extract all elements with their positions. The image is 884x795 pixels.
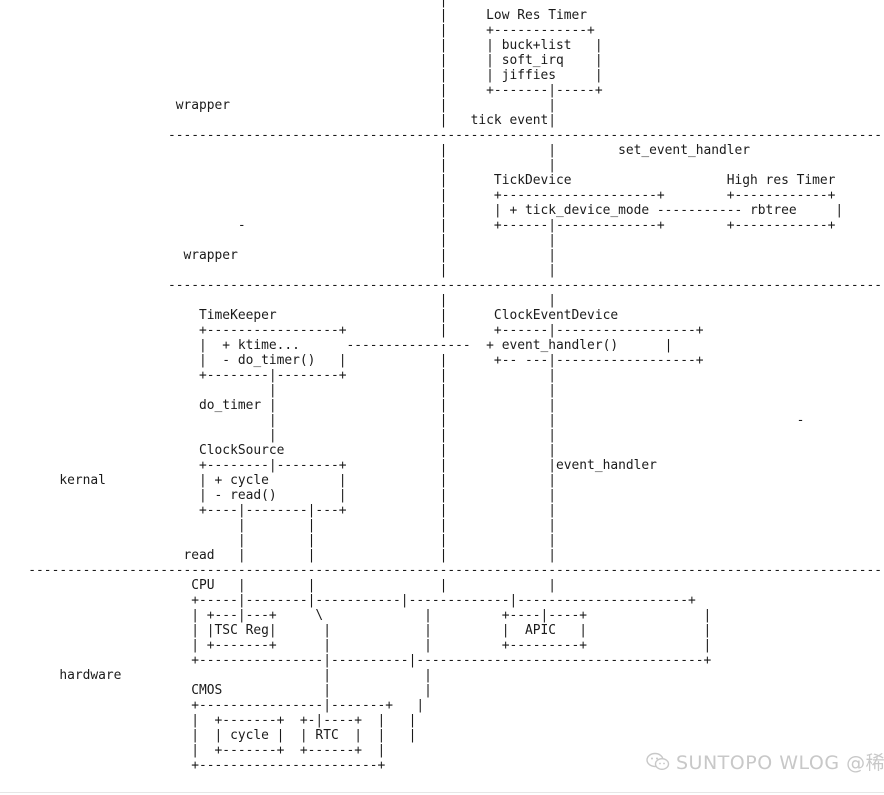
diagram-line: CMOS | | xyxy=(5,683,432,698)
diagram-line: TimeKeeper | ClockEventDevice xyxy=(5,308,619,323)
diagram-line: | | xyxy=(5,263,557,278)
diagram-line: | +------------+ xyxy=(5,23,595,38)
diagram-line: +-----------------+ | +------|----------… xyxy=(5,323,704,338)
diagram-line: | +-------+ +-|----+ | | xyxy=(5,713,417,728)
diagram-line: | - do_timer() | | +-- ---|-------------… xyxy=(5,353,704,368)
diagram-line: | | soft_irq | xyxy=(5,53,603,68)
diagram-line: | Low Res Timer xyxy=(5,8,588,23)
diagram-line: | | xyxy=(5,293,557,308)
diagram-line: | +---|---+ \ | +----|----+ | xyxy=(5,608,712,623)
diagram-line: read | | | | xyxy=(5,548,557,563)
diagram-line: +-----|--------|-----------|------------… xyxy=(5,593,696,608)
diagram-line: | +-------|-----+ xyxy=(5,83,603,98)
diagram-line: | | buck+list | xyxy=(5,38,603,53)
diagram-line: | | | | xyxy=(5,533,557,548)
diagram-line: | | | xyxy=(5,383,557,398)
diagram-line: | | + tick_device_mode ----------- rbtre… xyxy=(5,203,844,218)
diagram-line: | xyxy=(5,0,448,8)
watermark: SUNTOPO WLOG @稀土掘金技术社区 xyxy=(646,748,884,775)
diagram-line: | | | - xyxy=(5,413,805,428)
diagram-line: | | xyxy=(5,158,557,173)
diagram-line: | | - xyxy=(439,233,557,248)
diagram-line: - | +------|-------------+ +------------… xyxy=(5,218,836,233)
diagram-line: | +--------------------+ +------------+ xyxy=(5,188,836,203)
diagram-line: | |TSC Reg| | | | APIC | | xyxy=(5,623,712,638)
wechat-icon xyxy=(646,752,670,771)
diagram-line: +----|--------|---+ | | xyxy=(5,503,557,518)
ascii-architecture-diagram: | | Low Res Timer | +------------+ xyxy=(5,0,884,773)
diagram-line: | tick event| xyxy=(5,113,557,128)
diagram-line: kernal | + cycle | | | xyxy=(5,473,557,488)
diagram-line: | | cycle | | RTC | | | xyxy=(5,728,417,743)
diagram-line: ----------------------------------------… xyxy=(167,128,884,143)
bottom-divider xyxy=(0,792,884,793)
diagram-line: wrapper | | xyxy=(5,248,557,263)
diagram-line: +--------|--------+ | |event_handler - xyxy=(199,458,657,473)
diagram-line: +----------------|-------+ | xyxy=(5,698,425,713)
diagram-line: | +-------+ +------+ | xyxy=(5,743,386,758)
diagram-line: CPU | | | | xyxy=(5,578,557,593)
diagram-line: +--------|--------+ | | xyxy=(5,368,557,383)
diagram-line: +-----------------------+ xyxy=(5,758,386,773)
watermark-text: SUNTOPO WLOG @稀土掘金技术社区 xyxy=(676,752,884,774)
diagram-line: +----------------|----------|-----------… xyxy=(5,653,712,668)
diagram-line: | - read() | | | xyxy=(5,488,557,503)
diagram-line: | | jiffies | xyxy=(5,68,603,83)
diagram-line: | + ktime... ---------------- + event_ha… xyxy=(5,338,673,353)
diagram-line: | TickDevice High res Timer xyxy=(5,173,836,188)
diagram-line: | | set_event_handler xyxy=(5,143,751,158)
diagram-line: wrapper | | xyxy=(5,98,557,113)
diagram-line: | +-------+ | | +---------+ | xyxy=(5,638,712,653)
diagram-line: do_timer | | | xyxy=(5,398,557,413)
diagram-line: ----------------------------------------… xyxy=(5,563,884,578)
diagram-line: | | | xyxy=(5,428,557,443)
diagram-line: hardware | | xyxy=(5,668,432,683)
diagram-line: ----------------------------------------… xyxy=(167,278,884,293)
diagram-line: ClockSource | | xyxy=(5,443,557,458)
diagram-line: | | | | xyxy=(5,518,557,533)
